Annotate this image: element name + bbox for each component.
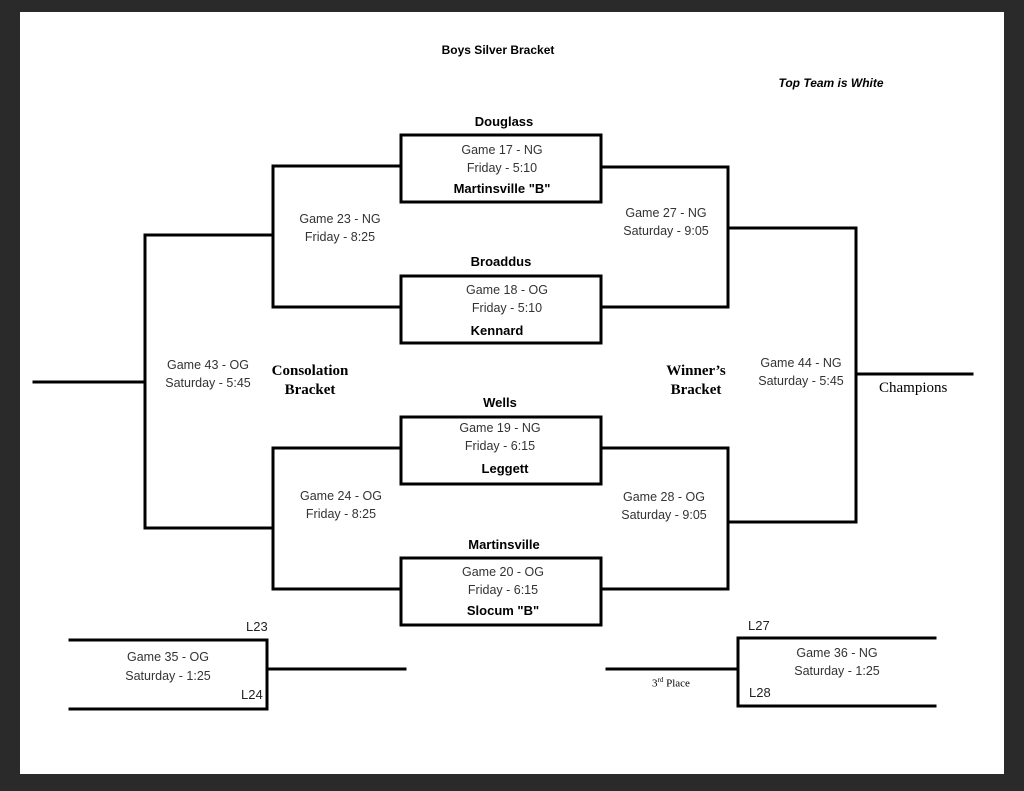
team-leggett: Leggett [481, 461, 529, 476]
winners-label-line1: Winner’s [666, 363, 726, 379]
bracket-lines [32, 133, 974, 711]
game-24-time: Friday - 8:25 [305, 507, 377, 521]
top-team-note: Top Team is White [778, 76, 884, 90]
team-wells: Wells [483, 395, 517, 410]
game-18-label: Game 18 - OG [466, 283, 548, 297]
game-19-label: Game 19 - NG [459, 421, 541, 435]
game-44-time: Saturday - 5:45 [758, 374, 844, 388]
team-douglass: Douglass [474, 114, 534, 129]
loser-24-label: L24 [241, 687, 263, 702]
consolation-bracket-label: Consolation Bracket [272, 362, 349, 400]
game-36-label: Game 36 - NG [796, 646, 878, 660]
third-place-number: 3 [652, 677, 658, 690]
game-28-label: Game 28 - OG [623, 490, 705, 504]
game-18-box [399, 274, 603, 345]
game-17-time: Friday - 5:10 [466, 161, 538, 175]
game-20-time: Friday - 6:15 [467, 583, 539, 597]
winners-label-line2: Bracket [670, 382, 722, 398]
team-martinsville-b: Martinsville "B" [453, 181, 551, 196]
consolation-label-line1: Consolation [271, 363, 349, 379]
loser-27-label: L27 [748, 618, 770, 633]
loser-23-label: L23 [246, 619, 268, 634]
third-place-label: 3rd Place [652, 677, 690, 690]
loser-28-label: L28 [749, 685, 771, 700]
game-27-label: Game 27 - NG [625, 206, 707, 220]
team-martinsville: Martinsville [468, 537, 540, 552]
game-28-time: Saturday - 9:05 [621, 508, 707, 522]
game-23-label: Game 23 - NG [299, 212, 381, 226]
team-broaddus: Broaddus [470, 254, 532, 269]
game-24-connector [271, 446, 403, 591]
game-19-time: Friday - 6:15 [464, 439, 536, 453]
game-44-label: Game 44 - NG [760, 356, 842, 370]
game-28-connector [599, 446, 730, 591]
game-36-bracket [736, 636, 937, 708]
page-title: Boys Silver Bracket [441, 43, 555, 57]
team-slocum-b: Slocum "B" [466, 603, 540, 618]
consolation-label-line2: Bracket [284, 382, 336, 398]
third-place-suffix: rd [657, 676, 664, 684]
game-43-time: Saturday - 5:45 [165, 376, 251, 390]
bracket-sheet: Boys Silver Bracket Top Team is White Do… [20, 12, 1004, 774]
game-23-time: Friday - 8:25 [304, 230, 376, 244]
game-27-connector [599, 165, 730, 309]
game-35-bracket [68, 638, 269, 711]
team-kennard: Kennard [470, 323, 524, 338]
game-35-label: Game 35 - OG [127, 650, 209, 664]
game-24-label: Game 24 - OG [300, 489, 382, 503]
game-18-time: Friday - 5:10 [471, 301, 543, 315]
winners-bracket-label: Winner’s Bracket [666, 362, 725, 400]
champions-label: Champions [879, 380, 948, 396]
game-27-time: Saturday - 9:05 [623, 224, 709, 238]
game-43-label: Game 43 - OG [167, 358, 249, 372]
third-place-word: Place [666, 677, 690, 690]
game-17-label: Game 17 - NG [461, 143, 543, 157]
game-19-box [399, 415, 603, 486]
game-36-time: Saturday - 1:25 [794, 664, 880, 678]
game-20-box [399, 556, 603, 627]
game-35-time: Saturday - 1:25 [125, 669, 211, 683]
game-20-label: Game 20 - OG [462, 565, 544, 579]
